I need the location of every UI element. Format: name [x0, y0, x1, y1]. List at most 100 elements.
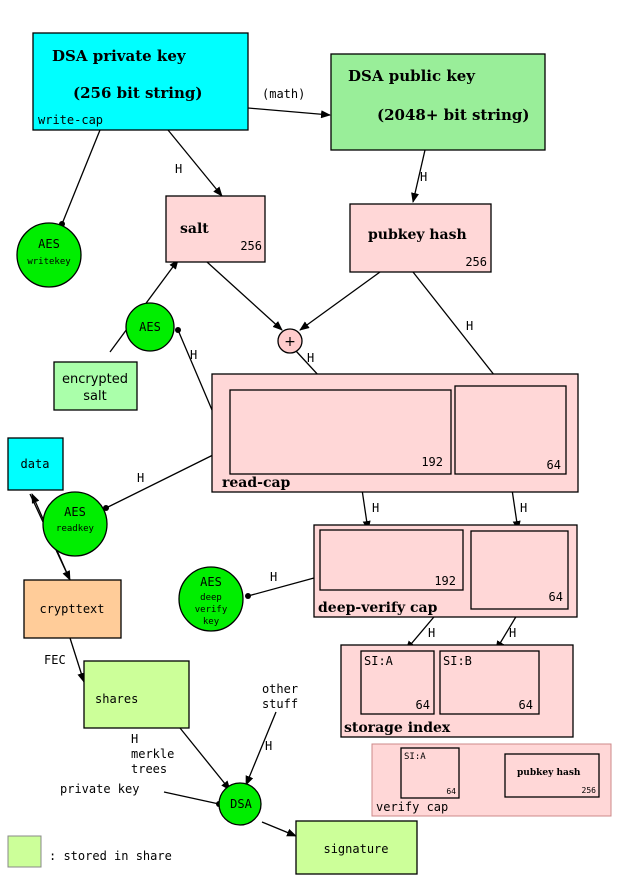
edge-label-h-deepverify-left: H: [372, 501, 379, 515]
aes-deep-verify-top: AES: [200, 575, 222, 589]
aes-readkey-top: AES: [64, 505, 86, 519]
edge-crypttext-to-shares: [69, 637, 86, 683]
aes-salt-label: AES: [139, 320, 161, 334]
dsa-public-key-subtitle: (2048+ bit string): [377, 106, 529, 124]
signature-node: signature: [295, 820, 418, 875]
verify-cap-pubkey-bits: 256: [582, 786, 597, 795]
aes-writekey-bottom: writekey: [27, 257, 71, 267]
edge-shares-to-dsa: [179, 727, 231, 791]
dsa-private-key-title: DSA private key: [52, 47, 187, 65]
merkle-line2: merkle: [131, 747, 174, 761]
other-stuff-line1: other: [262, 682, 298, 696]
aes-deep-verify-l4: key: [203, 617, 220, 627]
edge-dsa-to-signature: [261, 821, 297, 837]
dot-aes-salt: [175, 327, 181, 333]
verify-cap-sia: SI:A: [404, 752, 426, 762]
legend-swatch: [7, 835, 42, 868]
edge-readcap-to-aes-readkey: [105, 454, 214, 509]
verify-cap-pubkey-hash: pubkey hash: [517, 768, 581, 778]
aes-writekey-node: AES writekey: [16, 222, 82, 288]
pubkey-hash-box: [349, 203, 492, 273]
edge-label-h-plus: H: [307, 351, 314, 365]
verify-cap-sia-bits: 64: [446, 787, 456, 796]
edge-label-h-sia: H: [428, 626, 435, 640]
legend: : stored in share: [7, 835, 172, 868]
salt-title: salt: [180, 221, 209, 237]
deep-verify-cap-node: 192 64 deep-verify cap: [313, 524, 578, 618]
edge-label-h-readkey: H: [137, 471, 144, 485]
edge-label-h-otherstuff: H: [265, 739, 272, 753]
storage-index-sib-part: [439, 650, 540, 715]
edge-deepverify-to-aes-key: [247, 577, 315, 597]
dsa-public-key-node: DSA public key (2048+ bit string): [330, 53, 546, 151]
dsa-sign-circle: [218, 782, 262, 826]
aes-writekey-circle: [16, 222, 82, 288]
edge-aes-to-readcap: [177, 329, 213, 411]
aes-readkey-node: AES readkey: [42, 491, 108, 557]
shares-node: shares: [83, 660, 190, 729]
dot-aes-readkey: [103, 505, 109, 511]
write-cap-label: write-cap: [38, 113, 103, 127]
deep-verify-right-bits: 64: [549, 590, 563, 604]
read-cap-right-part: [454, 385, 567, 475]
edge-label-h-deepkey: H: [270, 570, 277, 584]
merkle-h: H: [131, 732, 138, 746]
plus-circle: [277, 328, 303, 354]
salt-bits: 256: [240, 239, 262, 253]
pubkey-hash-title: pubkey hash: [368, 227, 467, 243]
read-cap-right-bits: 64: [547, 458, 561, 472]
aes-salt-node: AES: [125, 302, 175, 352]
salt-node: salt 256: [165, 195, 266, 263]
data-label: data: [21, 457, 50, 471]
pubkey-hash-bits: 256: [465, 255, 487, 269]
encrypted-salt-node: encrypted salt: [53, 361, 138, 411]
storage-index-sib: SI:B: [443, 654, 472, 668]
storage-index-sia: SI:A: [364, 654, 394, 668]
legend-text: : stored in share: [49, 849, 172, 863]
aes-deep-verify-key-node: AES deep verify key: [178, 566, 244, 632]
aes-deep-verify-circle: [178, 566, 244, 632]
edge-label-h-salt: H: [175, 162, 182, 176]
dsa-sign-node: DSA: [218, 782, 262, 826]
dsa-public-key-box: [330, 53, 546, 151]
edge-label-h-pubkeyhash-readcap: H: [466, 319, 473, 333]
edge-privatekey-to-dsa: [163, 791, 220, 805]
storage-index-b-bits: 64: [519, 698, 533, 712]
aes-salt-circle: [125, 302, 175, 352]
edge-label-h-sib: H: [509, 626, 516, 640]
dsa-private-key-subtitle: (256 bit string): [73, 84, 202, 102]
edge-otherstuff-to-dsa: [245, 711, 277, 786]
deep-verify-right-part: [470, 530, 569, 610]
data-box: [7, 437, 64, 491]
edge-private-to-salt: [167, 129, 223, 197]
verify-cap-pubkey-part: [504, 753, 600, 798]
storage-index-a-bits: 64: [416, 698, 430, 712]
verify-cap-sia-part: [400, 747, 460, 799]
aes-deep-verify-l3: verify: [195, 605, 228, 615]
salt-box: [165, 195, 266, 263]
dsa-private-key-box: [32, 32, 249, 131]
aes-readkey-circle: [42, 491, 108, 557]
edge-private-to-public: [247, 107, 331, 119]
read-cap-node: 192 64 read-cap: [211, 373, 579, 493]
plus-node: +: [277, 328, 303, 354]
edge-pubkeyhash-to-plus: [299, 271, 381, 331]
read-cap-left-bits: 192: [421, 455, 443, 469]
aes-deep-verify-l2: deep: [200, 593, 222, 603]
storage-index-node: SI:A SI:B 64 64 storage index: [340, 644, 574, 738]
crypttext-box: [23, 579, 122, 639]
private-key-label: private key: [60, 782, 139, 796]
aes-writekey-top: AES: [38, 237, 60, 251]
other-stuff-line2: stuff: [262, 697, 298, 711]
deep-verify-cap-label: deep-verify cap: [318, 600, 438, 616]
signature-label: signature: [323, 842, 388, 856]
edge-salt-to-plus: [206, 261, 283, 331]
signature-box: [295, 820, 418, 875]
edge-pubkeyhash-to-readcap-right: [412, 271, 507, 391]
dsa-private-key-node: DSA private key (256 bit string) write-c…: [32, 32, 249, 131]
math-label: (math): [262, 87, 305, 101]
crypttext-label: crypttext: [39, 602, 104, 616]
encrypted-salt-box: [53, 361, 138, 411]
storage-index-label: storage index: [344, 720, 451, 736]
